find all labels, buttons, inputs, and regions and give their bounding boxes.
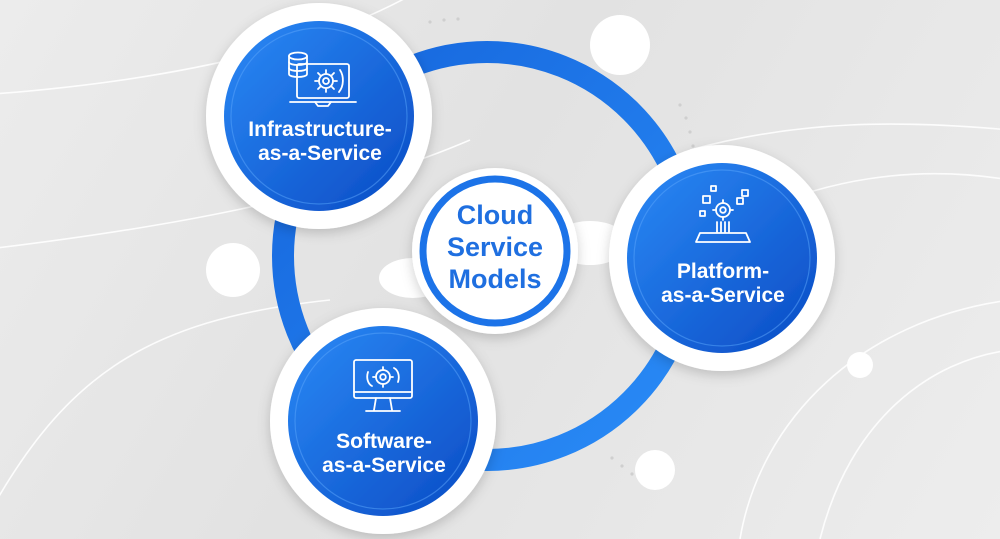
- iaas-label: Infrastructure- as-a-Service: [225, 118, 415, 166]
- iaas-label-line-2: as-a-Service: [258, 142, 382, 166]
- platform-gears-icon: [695, 185, 751, 243]
- iaas-label-line-1: Infrastructure-: [248, 118, 392, 141]
- node-iaas: [206, 3, 432, 229]
- node-paas: [609, 145, 835, 371]
- node-saas: [270, 308, 496, 534]
- paas-label-line-2: as-a-Service: [661, 284, 785, 308]
- server-laptop-gear-icon: [288, 51, 357, 107]
- monitor-gear-icon: [353, 359, 413, 412]
- saas-label-line-2: as-a-Service: [322, 454, 446, 478]
- saas-label-line-1: Software-: [336, 430, 432, 453]
- paas-label: Platform- as-a-Service: [628, 260, 818, 308]
- center-hub: [412, 168, 578, 334]
- center-title-line-3: Models: [448, 263, 542, 294]
- paas-label-line-1: Platform-: [676, 260, 770, 283]
- background-bubbles: [206, 15, 873, 490]
- saas-label: Software- as-a-Service: [289, 430, 479, 478]
- center-title-line-1: Cloud: [456, 200, 534, 230]
- center-title-line-2: Service: [446, 231, 544, 262]
- center-title: Cloud Service Models: [415, 200, 575, 296]
